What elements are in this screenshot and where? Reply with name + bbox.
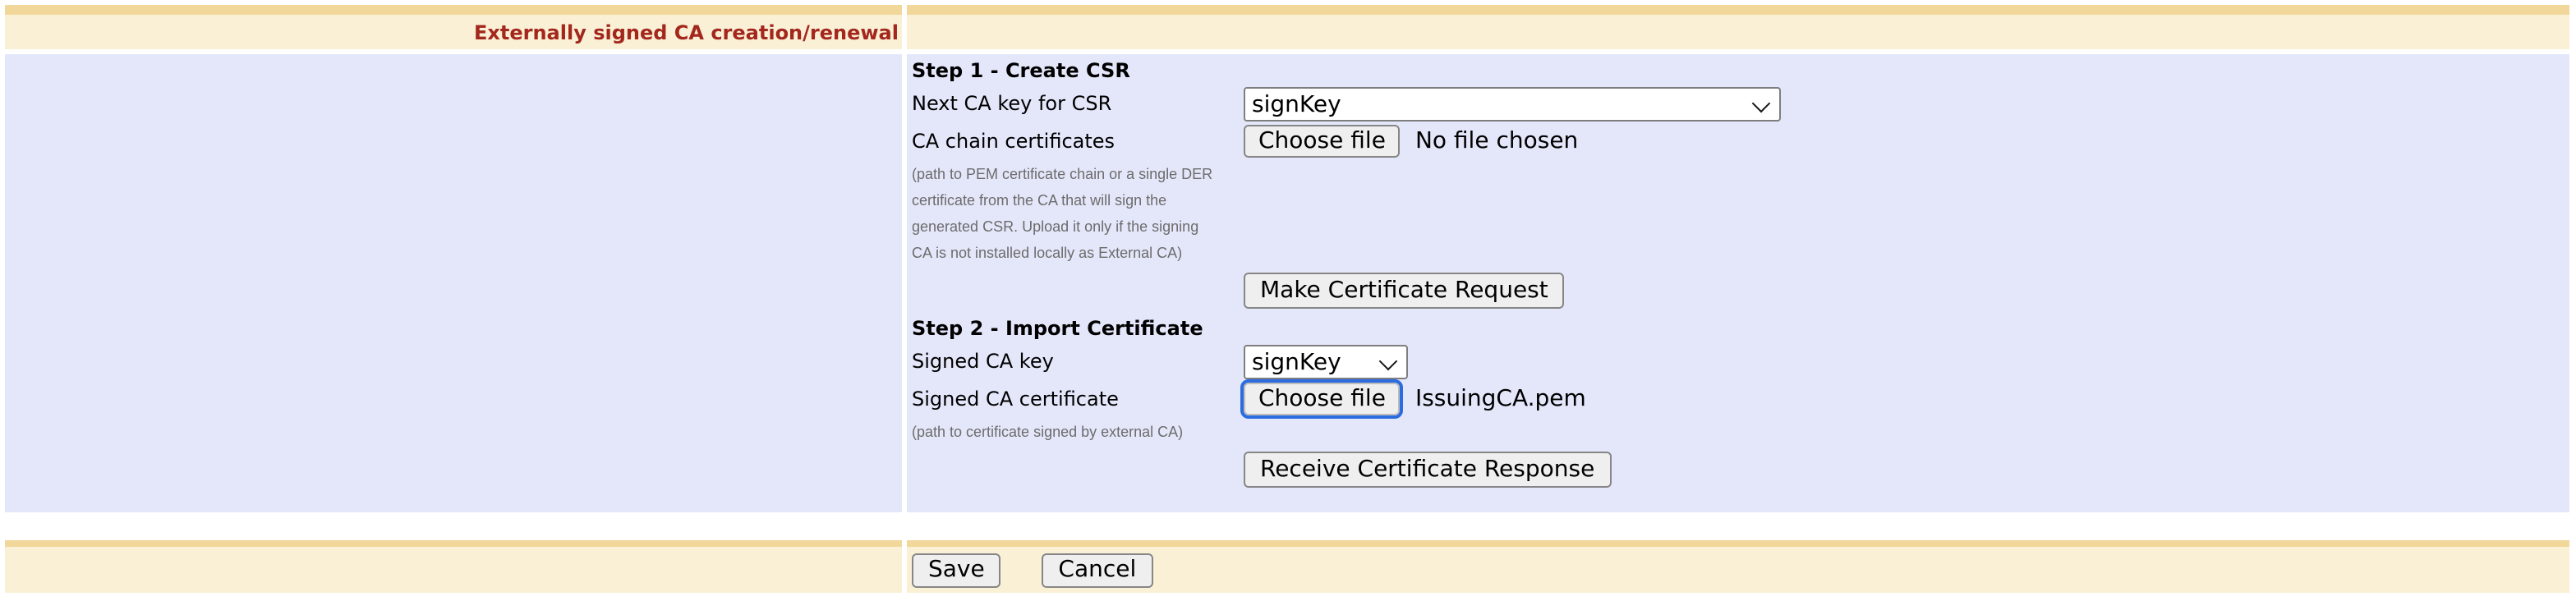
step1-heading: Step 1 - Create CSR <box>912 59 1130 82</box>
save-button[interactable]: Save <box>912 553 1001 587</box>
ca-chain-label: CA chain certificates <box>912 129 1116 152</box>
signed-ca-certificate-choose-file-button[interactable]: Choose file <box>1240 379 1404 419</box>
make-request-row: Make Certificate Request <box>912 273 2569 309</box>
next-ca-key-row: Next CA key for CSR signKey <box>912 87 2569 122</box>
footer-buttons: Save Cancel <box>907 553 1153 587</box>
left-empty-panel <box>5 54 902 512</box>
signed-ca-certificate-row: Signed CA certificate Choose file Issuin… <box>912 379 2569 419</box>
receive-certificate-response-button[interactable]: Receive Certificate Response <box>1244 452 1612 488</box>
main-layout-table: Externally signed CA creation/renewal St… <box>5 5 2569 512</box>
signed-ca-key-select-wrap: signKey <box>1244 345 1408 379</box>
footer-band-left-cell <box>5 540 902 593</box>
ca-chain-row: CA chain certificates Choose file No fil… <box>912 125 2569 158</box>
ca-chain-choose-file-button[interactable]: Choose file <box>1244 125 1401 158</box>
footer-layout-table: Save Cancel <box>0 535 2574 598</box>
page-title: Externally signed CA creation/renewal <box>474 21 899 44</box>
header-band-right-cell <box>907 5 2569 49</box>
header-band-left-cell: Externally signed CA creation/renewal <box>5 5 902 49</box>
signed-ca-certificate-label: Signed CA certificate <box>912 387 1119 410</box>
form-panel: Step 1 - Create CSR Next CA key for CSR … <box>907 54 2569 512</box>
ca-chain-file-status: No file chosen <box>1414 128 1579 154</box>
footer-band-right-cell: Save Cancel <box>907 540 2569 593</box>
step2-heading: Step 2 - Import Certificate <box>912 317 1203 340</box>
make-certificate-request-button[interactable]: Make Certificate Request <box>1244 273 1565 309</box>
signed-ca-certificate-help-text: (path to certificate signed by external … <box>912 424 1184 440</box>
next-ca-key-select-wrap: signKey <box>1244 87 1781 122</box>
next-ca-key-select[interactable]: signKey <box>1244 87 1781 122</box>
signed-ca-certificate-filename: IssuingCA.pem <box>1414 386 1586 412</box>
ca-chain-help-text: (path to PEM certificate chain or a sing… <box>912 166 1213 261</box>
next-ca-key-label: Next CA key for CSR <box>912 92 1112 115</box>
receive-response-row: Receive Certificate Response <box>912 452 2569 488</box>
signed-ca-key-select[interactable]: signKey <box>1244 345 1408 379</box>
cancel-button[interactable]: Cancel <box>1042 553 1153 587</box>
signed-ca-key-label: Signed CA key <box>912 350 1054 373</box>
signed-ca-key-row: Signed CA key signKey <box>912 345 2569 379</box>
